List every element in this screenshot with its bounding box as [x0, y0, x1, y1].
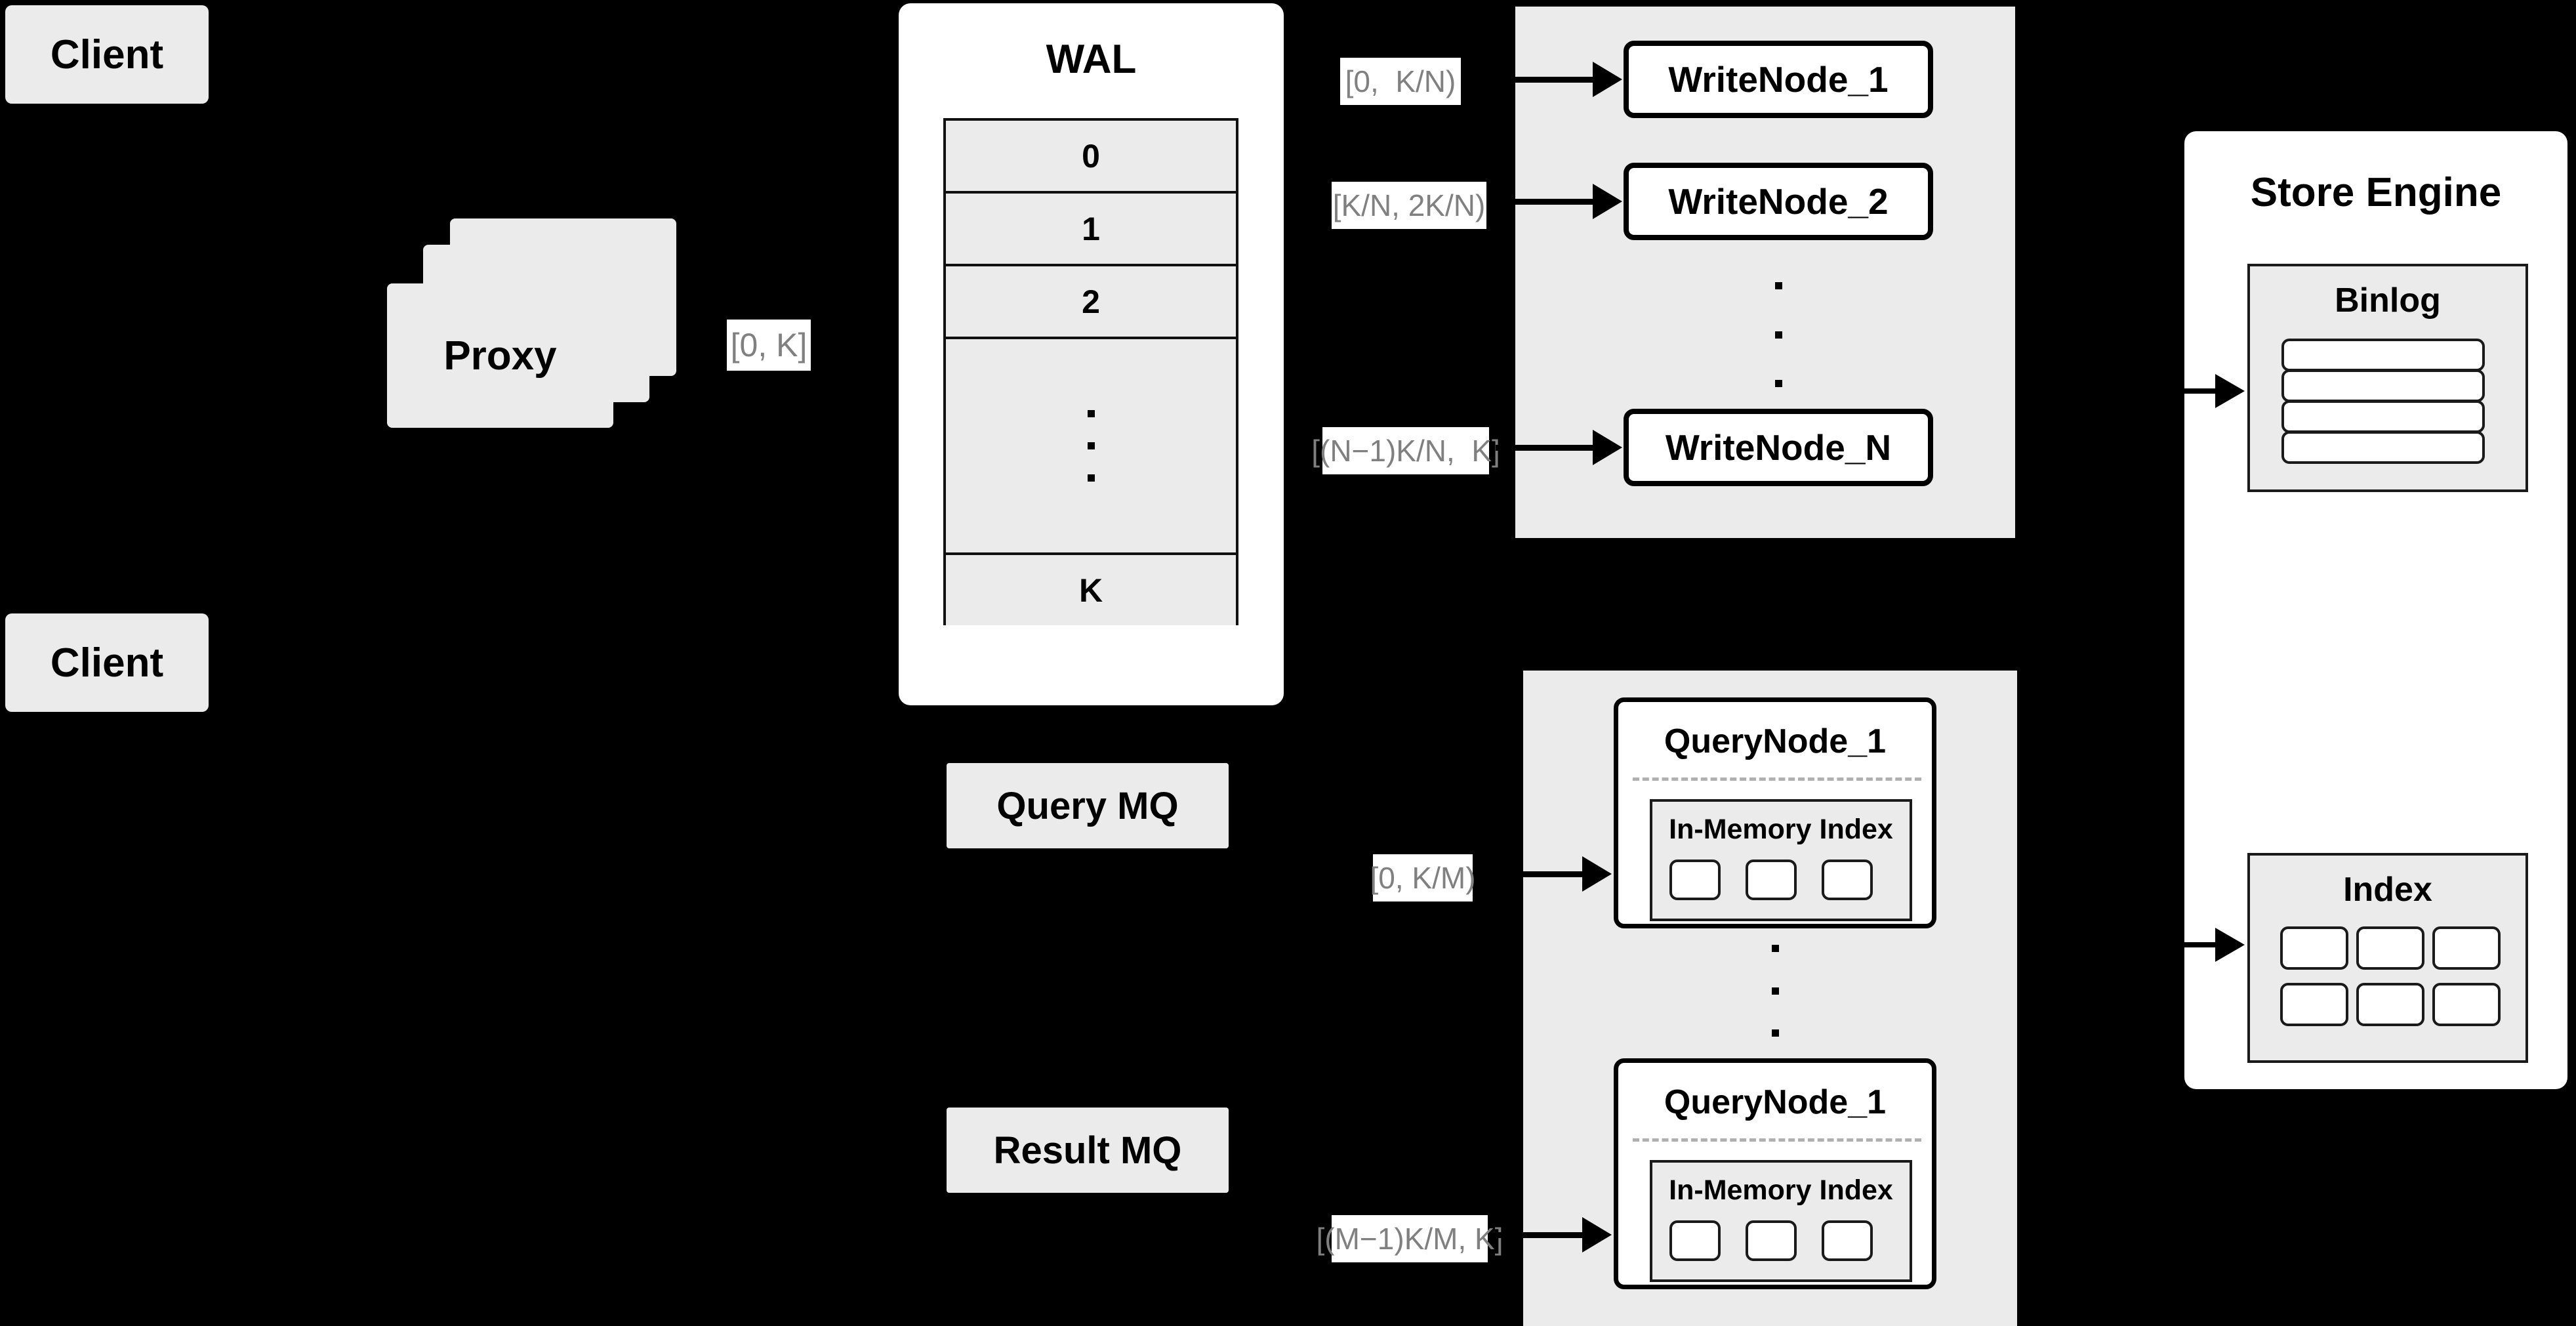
write-node-n[interactable]: WriteNode_N	[1624, 409, 1933, 486]
write-node-1-range-text: [0, K/N)	[1345, 64, 1456, 98]
arrow-to-store-index	[2152, 942, 2217, 947]
write-node-2-label: WriteNode_2	[1668, 181, 1889, 222]
store-index-slot	[2280, 926, 2348, 970]
wal-title: WAL	[899, 36, 1284, 83]
query-node-1-separator	[1633, 777, 1921, 781]
binlog-row	[2281, 400, 2485, 433]
query-node-2-range-text: [(M−1)K/M, K]	[1316, 1222, 1503, 1256]
arrow-to-query-node-2	[1494, 1232, 1583, 1238]
query-node-2-index-title-text: In-Memory Index	[1669, 1174, 1893, 1206]
store-index-slot	[2356, 983, 2424, 1026]
arrow-to-binlog	[2152, 388, 2217, 394]
client-label-1: Client	[50, 31, 164, 77]
write-node-1-range-label: [0, K/N)	[1340, 58, 1461, 105]
query-node-2-title: QueryNode_1	[1618, 1083, 1932, 1122]
result-mq-box[interactable]: Result MQ	[947, 1108, 1229, 1193]
binlog-title-text: Binlog	[2335, 281, 2441, 320]
wal-row-label-2: 2	[1082, 283, 1100, 320]
arrow-head-query-node-2	[1582, 1217, 1612, 1253]
index-slot	[1669, 860, 1721, 900]
wal-row-1: 1	[946, 194, 1236, 266]
wal-row-k: K	[946, 555, 1236, 625]
wal-row-label-k: K	[1078, 571, 1103, 609]
arrow-head-write-node-2	[1593, 184, 1622, 219]
proxy-range-text: [0, K]	[730, 327, 808, 363]
arrow-to-write-node-1	[1469, 77, 1594, 83]
query-node-2-index-title: In-Memory Index	[1652, 1174, 1910, 1207]
store-index-slot	[2280, 983, 2348, 1026]
proxy-box[interactable]: Proxy	[387, 283, 613, 428]
store-index-panel: Index	[2247, 853, 2528, 1063]
result-mq-label: Result MQ	[993, 1129, 1182, 1172]
write-node-1-label: WriteNode_1	[1668, 59, 1889, 100]
arrow-head-write-node-n	[1593, 430, 1622, 465]
wal-row-label-0: 0	[1082, 137, 1100, 175]
write-node-1[interactable]: WriteNode_1	[1624, 41, 1933, 118]
wal-title-text: WAL	[1046, 37, 1137, 82]
store-engine-title-text: Store Engine	[2250, 170, 2502, 215]
wal-row-ellipsis	[946, 339, 1236, 555]
store-index-title-text: Index	[2343, 871, 2432, 909]
client-box-2[interactable]: Client	[5, 613, 209, 712]
query-node-1-range-text: [0, K/M)	[1370, 861, 1476, 895]
query-node-1-range-label: [0, K/M)	[1370, 854, 1476, 901]
write-node-n-range-text: [(N−1)K/N, K]	[1311, 434, 1500, 468]
arrow-head-write-node-1	[1593, 62, 1622, 97]
wal-entry-table: 0 1 2 K	[943, 118, 1238, 625]
query-node-1-title-text: QueryNode_1	[1664, 722, 1887, 760]
query-node-1-index-title: In-Memory Index	[1652, 814, 1910, 846]
write-node-2[interactable]: WriteNode_2	[1624, 163, 1933, 240]
client-box-1[interactable]: Client	[5, 5, 209, 104]
client-label-2: Client	[50, 640, 164, 686]
wal-row-label-1: 1	[1082, 210, 1100, 247]
write-node-n-label: WriteNode_N	[1665, 427, 1892, 468]
write-node-n-range-label: [(N−1)K/N, K]	[1311, 427, 1500, 474]
write-node-2-range-text: [K/N, 2K/N)	[1332, 188, 1486, 222]
index-slot	[1669, 1220, 1721, 1261]
binlog-row	[2281, 369, 2485, 402]
query-node-1-index-title-text: In-Memory Index	[1669, 814, 1893, 845]
arrow-to-write-node-2	[1494, 199, 1594, 205]
binlog-row	[2281, 339, 2485, 371]
wal-row-0: 0	[946, 121, 1236, 194]
write-node-2-range-label: [K/N, 2K/N)	[1332, 182, 1486, 229]
write-cluster-ellipsis	[1774, 282, 1782, 387]
query-node-2[interactable]: QueryNode_1 In-Memory Index	[1614, 1058, 1936, 1289]
query-node-2-range-label: [(M−1)K/M, K]	[1317, 1215, 1503, 1262]
arrow-head-binlog	[2215, 374, 2245, 408]
query-cluster-ellipsis	[1771, 945, 1779, 1037]
query-node-1-title: QueryNode_1	[1618, 722, 1932, 761]
arrow-to-write-node-n	[1496, 445, 1594, 451]
query-node-2-title-text: QueryNode_1	[1664, 1083, 1887, 1121]
query-mq-box[interactable]: Query MQ	[947, 763, 1229, 848]
query-node-1-index-panel: In-Memory Index	[1650, 799, 1912, 921]
query-node-2-index-panel: In-Memory Index	[1650, 1160, 1912, 1282]
wal-row-2: 2	[946, 266, 1236, 339]
store-index-title: Index	[2250, 870, 2525, 909]
index-slot	[1746, 1220, 1797, 1261]
index-slot	[1746, 860, 1797, 900]
query-mq-label: Query MQ	[996, 784, 1179, 827]
arrow-head-store-index	[2215, 928, 2245, 962]
index-slot	[1822, 860, 1873, 900]
proxy-label: Proxy	[443, 333, 557, 379]
arrow-head-query-node-1	[1582, 856, 1612, 892]
proxy-range-label: [0, K]	[727, 320, 811, 371]
store-engine-title: Store Engine	[2184, 169, 2567, 216]
binlog-row	[2281, 431, 2485, 464]
query-node-2-separator	[1633, 1138, 1921, 1142]
index-slot	[1822, 1220, 1873, 1261]
store-index-slot	[2356, 926, 2424, 970]
arrow-to-query-node-1	[1481, 871, 1583, 877]
store-index-slot	[2432, 926, 2501, 970]
binlog-panel: Binlog	[2247, 264, 2528, 492]
store-index-slot	[2432, 983, 2501, 1026]
binlog-title: Binlog	[2250, 281, 2525, 320]
query-node-1[interactable]: QueryNode_1 In-Memory Index	[1614, 697, 1936, 928]
